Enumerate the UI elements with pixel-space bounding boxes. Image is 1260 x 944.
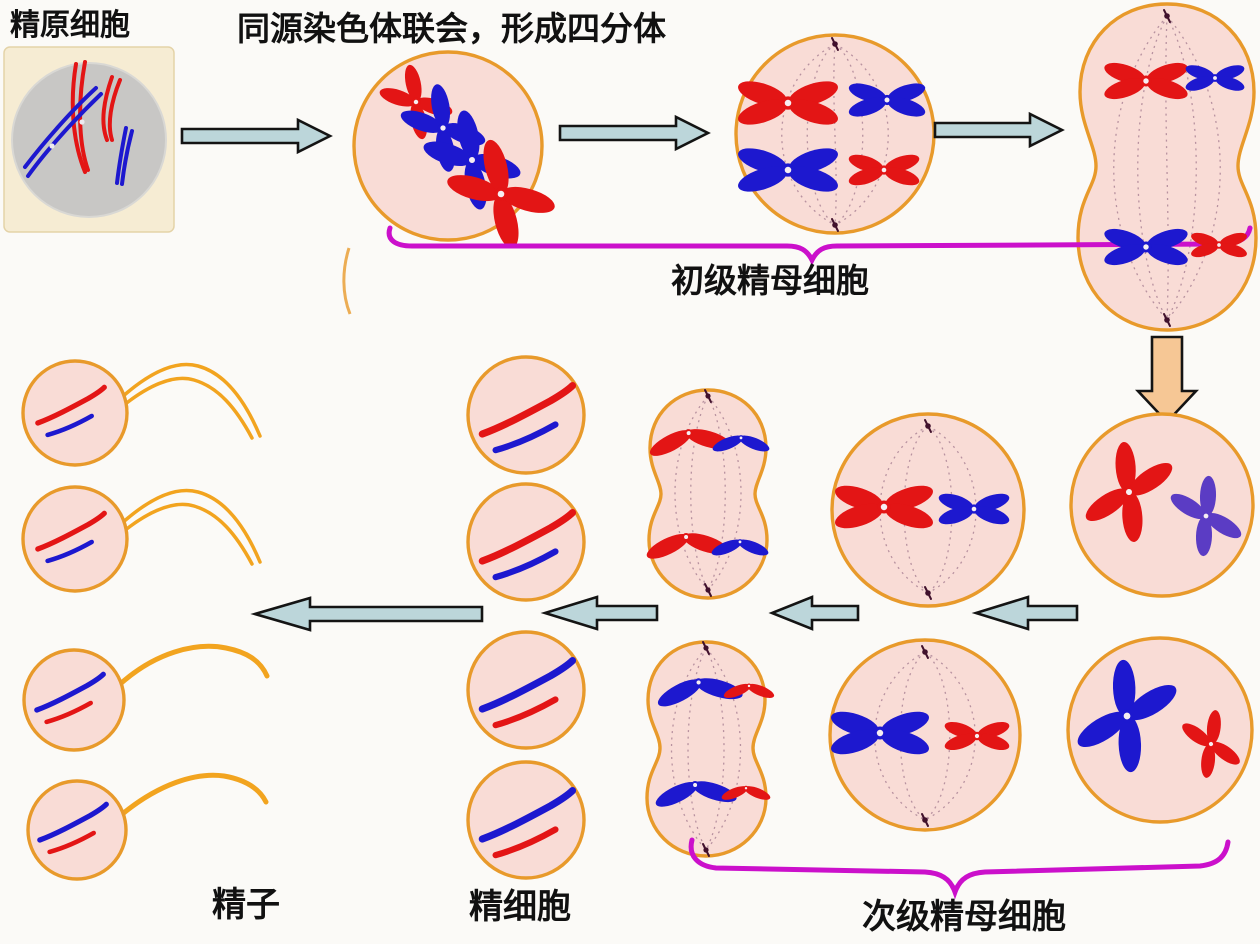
label-secondary-spermatocyte: 次级精母细胞: [862, 898, 1066, 936]
spermatid-4: [466, 760, 586, 880]
arrow-left-icon-4: [250, 596, 484, 632]
secondary-spermatocyte-2: [1066, 636, 1254, 824]
spindle-fibers: [781, 37, 889, 232]
metaphase1-cell: [734, 33, 936, 235]
secondary-spermatocyte-brace-icon: [688, 837, 1231, 900]
metaphase2-cell-1: [830, 412, 1026, 608]
anaphase1-cell: [1076, 2, 1258, 332]
sperm-3: [22, 643, 270, 752]
spermatid-2: [466, 482, 586, 602]
sperm-1: [21, 359, 262, 467]
arrow-left-icon-1: [971, 595, 1079, 631]
arrow-right-icon-3: [933, 111, 1065, 149]
spermatogonium-cell: [3, 46, 175, 233]
arrow-right-icon-2: [558, 114, 711, 152]
label-spermatogonium: 精原细胞: [10, 9, 130, 42]
spindle-fibers: [1113, 9, 1221, 327]
metaphase2-cell-2: [828, 638, 1022, 832]
spindle-fibers: [879, 419, 977, 600]
label-spermatid: 精细胞: [469, 888, 571, 926]
label-primary-spermatocyte: 初级精母细胞: [671, 262, 869, 299]
thread-chromosomes: [23, 60, 134, 186]
secondary-spermatocyte-1: [1069, 412, 1255, 598]
arrow-left-icon-3: [540, 595, 659, 631]
spindle-fibers: [674, 389, 742, 597]
spermatid-3: [466, 630, 586, 750]
anaphase2-cell-2: [645, 640, 776, 858]
tetrad-cell: [342, 50, 566, 315]
spermatid-1: [466, 355, 586, 475]
sperm-2: [21, 485, 262, 593]
label-synapsis: 同源染色体联会，形成四分体: [237, 10, 666, 47]
anaphase2-cell-1: [642, 388, 772, 600]
label-sperm: 精子: [212, 886, 280, 924]
sperm-4: [26, 772, 269, 881]
arrow-right-icon-1: [180, 117, 333, 155]
cell-edge-highlight: [342, 247, 352, 315]
spindle-fibers: [874, 645, 976, 827]
arrow-down-icon: [1135, 335, 1199, 424]
arrow-left-icon-2: [768, 595, 860, 631]
spindle-fibers: [670, 641, 742, 857]
